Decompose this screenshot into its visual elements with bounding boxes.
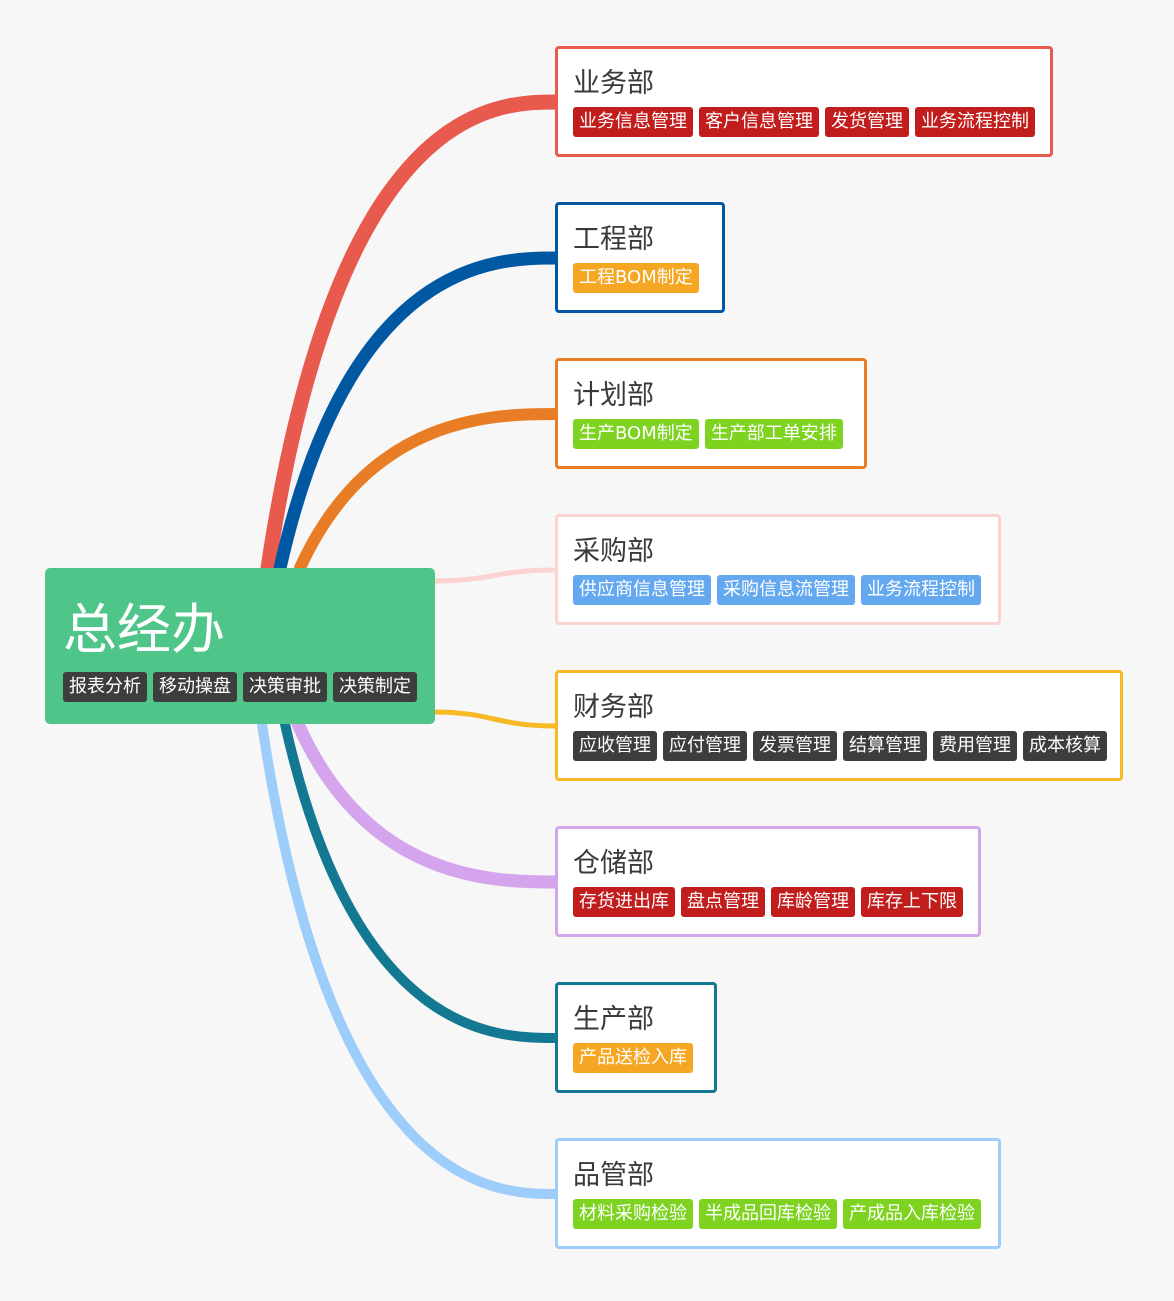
branch-node[interactable]: 仓储部存货进出库盘点管理库龄管理库存上下限 — [555, 826, 981, 937]
branch-tag[interactable]: 产成品入库检验 — [843, 1199, 981, 1229]
root-tags: 报表分析移动操盘决策审批决策制定 — [63, 672, 435, 702]
branch-tag[interactable]: 发票管理 — [753, 731, 837, 761]
root-node[interactable]: 总经办 报表分析移动操盘决策审批决策制定 — [45, 568, 435, 724]
branch-tag[interactable]: 生产部工单安排 — [704, 419, 843, 449]
branch-tag[interactable]: 结算管理 — [843, 731, 927, 761]
branch-node[interactable]: 业务部业务信息管理客户信息管理发货管理业务流程控制 — [555, 46, 1053, 157]
connector-line — [429, 567, 559, 584]
root-tag[interactable]: 决策审批 — [243, 672, 327, 702]
branch-node[interactable]: 采购部供应商信息管理采购信息流管理业务流程控制 — [555, 514, 1001, 625]
branch-tags: 材料采购检验半成品回库检验产成品入库检验 — [573, 1199, 998, 1229]
root-tag[interactable]: 报表分析 — [63, 672, 147, 702]
branch-tags: 生产BOM制定生产部工单安排 — [573, 419, 864, 449]
root-title: 总经办 — [63, 598, 225, 661]
branch-tags: 供应商信息管理采购信息流管理业务流程控制 — [573, 575, 998, 605]
branch-node[interactable]: 品管部材料采购检验半成品回库检验产成品入库检验 — [555, 1138, 1001, 1249]
branch-node[interactable]: 财务部应收管理应付管理发票管理结算管理费用管理成本核算 — [555, 670, 1123, 781]
branch-tag[interactable]: 应收管理 — [573, 731, 657, 761]
branch-tag[interactable]: 产品送检入库 — [573, 1043, 693, 1073]
connector-line — [291, 717, 563, 889]
branch-node[interactable]: 工程部工程BOM制定 — [555, 202, 725, 313]
root-tag[interactable]: 决策制定 — [333, 672, 417, 702]
branch-title: 业务部 — [573, 68, 654, 99]
connector-line — [429, 709, 559, 729]
root-tag[interactable]: 移动操盘 — [153, 672, 237, 702]
branch-tag[interactable]: 生产BOM制定 — [573, 419, 699, 449]
branch-tag[interactable]: 业务信息管理 — [573, 107, 693, 137]
branch-tag[interactable]: 业务流程控制 — [861, 575, 981, 605]
branch-tag[interactable]: 库存上下限 — [861, 887, 963, 917]
branch-title: 财务部 — [573, 692, 654, 723]
branch-tag[interactable]: 费用管理 — [933, 731, 1017, 761]
branch-tag[interactable]: 成本核算 — [1023, 731, 1107, 761]
branch-tag[interactable]: 库龄管理 — [771, 887, 855, 917]
branch-node[interactable]: 计划部生产BOM制定生产部工单安排 — [555, 358, 867, 469]
branch-tag[interactable]: 采购信息流管理 — [717, 575, 855, 605]
branch-node[interactable]: 生产部产品送检入库 — [555, 982, 717, 1093]
branch-title: 仓储部 — [573, 848, 654, 879]
branch-tag[interactable]: 供应商信息管理 — [573, 575, 711, 605]
branch-title: 计划部 — [573, 380, 654, 411]
branch-tags: 业务信息管理客户信息管理发货管理业务流程控制 — [573, 107, 1050, 137]
branch-title: 生产部 — [573, 1004, 654, 1035]
connector-line — [260, 94, 564, 576]
branch-tags: 产品送检入库 — [573, 1043, 714, 1073]
branch-tag[interactable]: 客户信息管理 — [699, 107, 819, 137]
branch-tag[interactable]: 盘点管理 — [681, 887, 765, 917]
branch-tags: 工程BOM制定 — [573, 263, 722, 293]
branch-title: 采购部 — [573, 536, 654, 567]
branch-tags: 存货进出库盘点管理库龄管理库存上下限 — [573, 887, 978, 917]
branch-tag[interactable]: 业务流程控制 — [915, 107, 1035, 137]
connector-line — [280, 719, 561, 1043]
branch-tags: 应收管理应付管理发票管理结算管理费用管理成本核算 — [573, 731, 1120, 761]
branch-tag[interactable]: 半成品回库检验 — [699, 1199, 837, 1229]
branch-tag[interactable]: 存货进出库 — [573, 887, 675, 917]
branch-tag[interactable]: 应付管理 — [663, 731, 747, 761]
connector-line — [294, 408, 562, 574]
branch-tag[interactable]: 发货管理 — [825, 107, 909, 137]
branch-title: 工程部 — [573, 224, 654, 255]
branch-tag[interactable]: 材料采购检验 — [573, 1199, 693, 1229]
branch-title: 品管部 — [573, 1160, 654, 1191]
connector-line — [257, 719, 561, 1199]
connector-line — [273, 251, 563, 575]
branch-tag[interactable]: 工程BOM制定 — [573, 263, 699, 293]
